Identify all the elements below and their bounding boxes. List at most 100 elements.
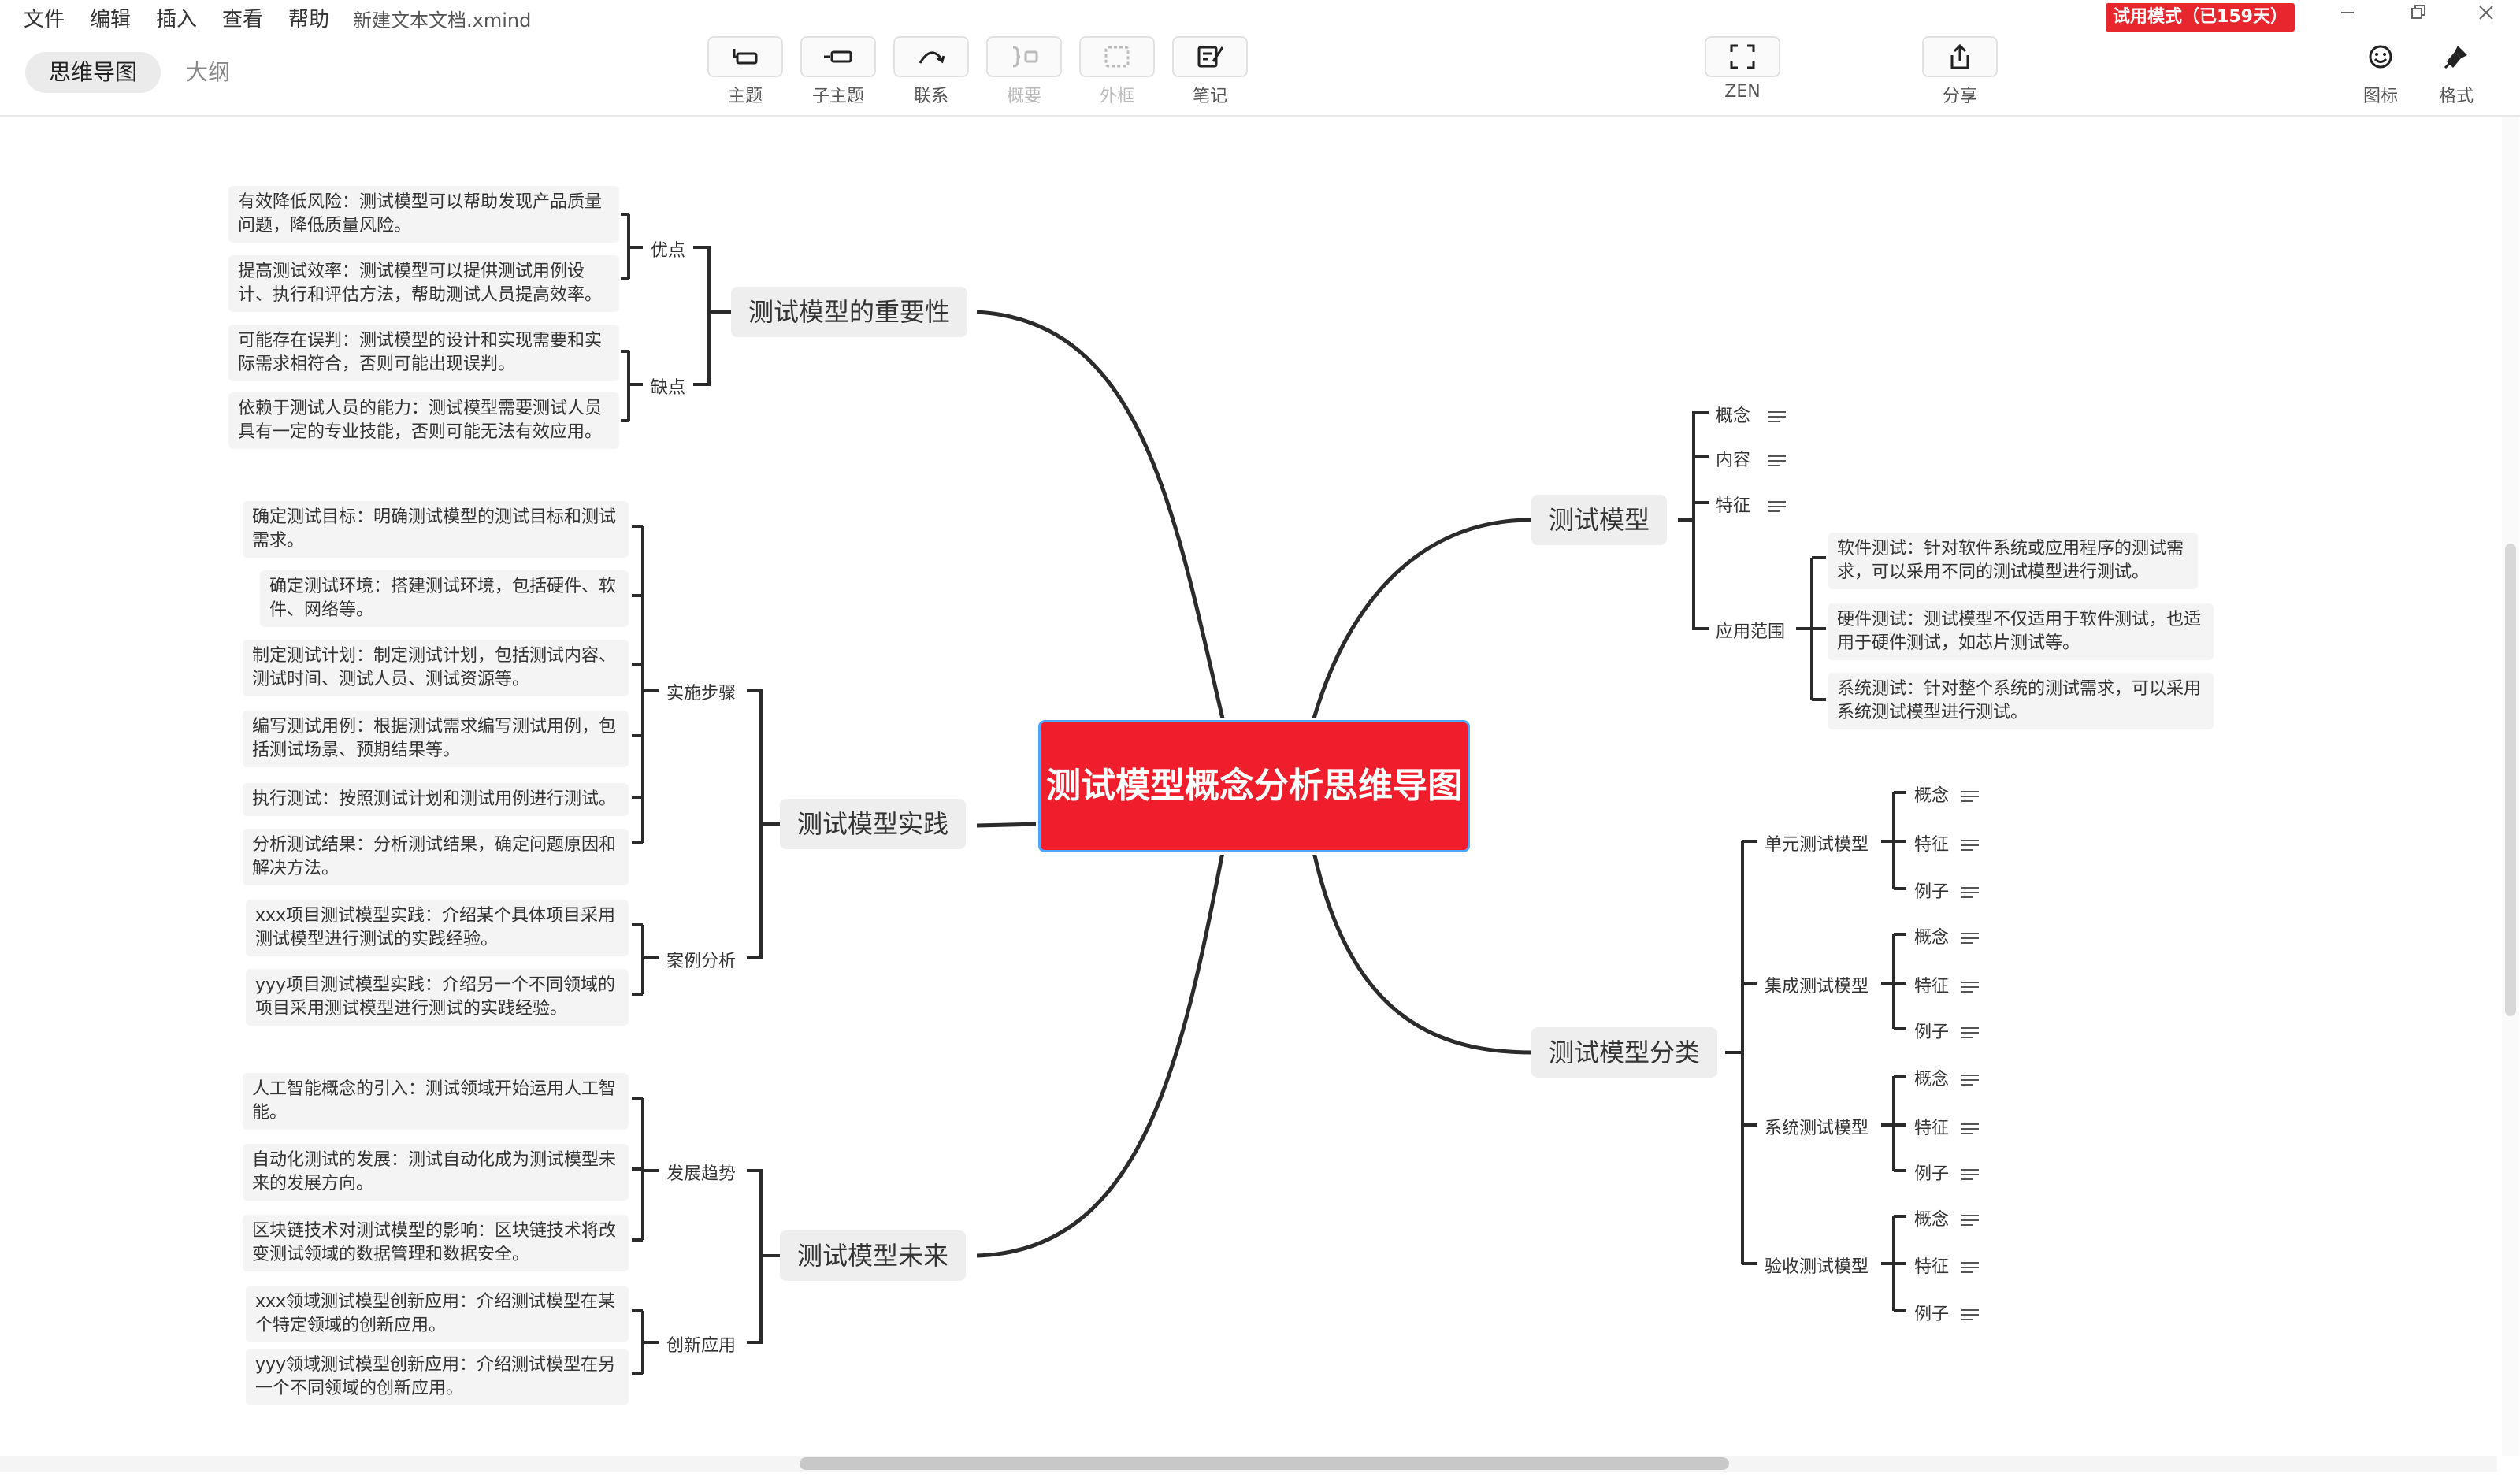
note-icon[interactable]: [1961, 886, 1980, 899]
menu-insert[interactable]: 插入: [156, 8, 198, 32]
note-button[interactable]: 笔记: [1172, 36, 1248, 107]
leaf-integration-concept[interactable]: 概念: [1909, 922, 1984, 950]
leaf-trend-2[interactable]: 自动化测试的发展：测试自动化成为测试模型未来的发展方向。: [243, 1144, 629, 1201]
note-icon[interactable]: [1961, 1168, 1980, 1181]
topic-practice[interactable]: 测试模型实践: [780, 799, 967, 849]
main-branches: [976, 310, 1532, 1258]
leaf-integration-feature[interactable]: 特征: [1909, 971, 1984, 999]
horizontal-scroll-thumb[interactable]: [800, 1457, 1729, 1470]
note-icon[interactable]: [1768, 455, 1787, 467]
leaf-acceptance-example[interactable]: 例子: [1909, 1298, 1984, 1327]
subtopic-button[interactable]: 子主题: [800, 36, 876, 107]
subtopic-model-content[interactable]: 内容: [1711, 444, 1791, 473]
close-icon[interactable]: [2455, 0, 2518, 35]
subtopic-system-test-model[interactable]: 系统测试模型: [1760, 1112, 1874, 1141]
leaf-cons-1[interactable]: 可能存在误判：测试模型的设计和实现需要和实际需求相符合，否则可能出现误判。: [228, 325, 619, 381]
leaf-label: 例子: [1914, 1164, 1950, 1184]
minimize-icon[interactable]: [2316, 0, 2379, 35]
topic-importance[interactable]: 测试模型的重要性: [731, 287, 968, 337]
subtopic-acceptance-test-model[interactable]: 验收测试模型: [1760, 1251, 1874, 1279]
leaf-pros-2[interactable]: 提高测试效率：测试模型可以提供测试用例设计、执行和评估方法，帮助测试人员提高效率…: [228, 255, 619, 312]
fullscreen-icon: [1730, 44, 1755, 69]
icon-panel-label: 图标: [2362, 87, 2398, 106]
leaf-scope-1[interactable]: 软件测试：针对软件系统或应用程序的测试需求，可以采用不同的测试模型进行测试。: [1828, 533, 2198, 589]
central-topic[interactable]: 测试模型概念分析思维导图: [1036, 718, 1472, 855]
leaf-step-5[interactable]: 执行测试：按照测试计划和测试用例进行测试。: [243, 783, 629, 816]
leaf-unit-example[interactable]: 例子: [1909, 876, 1984, 904]
leaf-scope-3[interactable]: 系统测试：针对整个系统的测试需求，可以采用系统测试模型进行测试。: [1828, 673, 2214, 729]
leaf-trend-1[interactable]: 人工智能概念的引入：测试领域开始运用人工智能。: [243, 1073, 629, 1130]
leaf-system-feature[interactable]: 特征: [1909, 1112, 1984, 1141]
leaf-step-1[interactable]: 确定测试目标：明确测试模型的测试目标和测试需求。: [243, 501, 629, 558]
leaf-step-6[interactable]: 分析测试结果：分析测试结果，确定问题原因和解决方法。: [243, 829, 629, 885]
leaf-system-concept[interactable]: 概念: [1909, 1063, 1984, 1092]
note-icon[interactable]: [1961, 790, 1980, 803]
note-icon[interactable]: [1961, 932, 1980, 945]
subtopic-innovation[interactable]: 创新应用: [662, 1330, 741, 1358]
subtopic-steps[interactable]: 实施步骤: [662, 677, 741, 706]
topic-model[interactable]: 测试模型: [1531, 495, 1668, 545]
subtopic-model-concept[interactable]: 概念: [1711, 400, 1791, 429]
tab-mindmap[interactable]: 思维导图: [25, 52, 161, 93]
note-icon[interactable]: [1961, 1308, 1980, 1321]
subtopic-pros[interactable]: 优点: [646, 235, 691, 263]
topic-classify[interactable]: 测试模型分类: [1531, 1027, 1718, 1078]
relation-button[interactable]: 联系: [893, 36, 969, 107]
menu-view[interactable]: 查看: [222, 8, 264, 32]
note-icon[interactable]: [1961, 1026, 1980, 1039]
subtopic-cases[interactable]: 案例分析: [662, 945, 741, 974]
trial-mode-badge[interactable]: 试用模式（已159天）: [2106, 3, 2295, 32]
subtopic-integration-test-model[interactable]: 集成测试模型: [1760, 971, 1874, 999]
leaf-case-2[interactable]: yyy项目测试模型实践：介绍另一个不同领域的项目采用测试模型进行测试的实践经验。: [246, 969, 629, 1026]
boundary-button[interactable]: 外框: [1079, 36, 1155, 107]
summary-icon: [1012, 46, 1038, 68]
leaf-acceptance-concept[interactable]: 概念: [1909, 1204, 1984, 1232]
menu-file[interactable]: 文件: [24, 8, 65, 32]
leaf-label: 概念: [1914, 928, 1950, 948]
leaf-scope-2[interactable]: 硬件测试：测试模型不仅适用于软件测试，也适用于硬件测试，如芯片测试等。: [1828, 603, 2214, 660]
leaf-case-1[interactable]: xxx项目测试模型实践：介绍某个具体项目采用测试模型进行测试的实践经验。: [246, 900, 629, 956]
leaf-trend-3[interactable]: 区块链技术对测试模型的影响：区块链技术将改变测试领域的数据管理和数据安全。: [243, 1215, 629, 1271]
topic-future[interactable]: 测试模型未来: [780, 1230, 967, 1281]
connector-lines: [621, 213, 1906, 1375]
leaf-unit-feature[interactable]: 特征: [1909, 829, 1984, 857]
leaf-innovation-1[interactable]: xxx领域测试模型创新应用：介绍测试模型在某个特定领域的创新应用。: [246, 1286, 629, 1342]
leaf-pros-1[interactable]: 有效降低风险：测试模型可以帮助发现产品质量问题，降低质量风险。: [228, 186, 619, 243]
subtopic-trends[interactable]: 发展趋势: [662, 1158, 741, 1186]
format-panel-button[interactable]: 格式: [2418, 36, 2494, 107]
icon-panel-button[interactable]: 图标: [2343, 36, 2418, 107]
tab-outline[interactable]: 大纲: [186, 59, 231, 85]
note-icon[interactable]: [1961, 1214, 1980, 1227]
leaf-acceptance-feature[interactable]: 特征: [1909, 1251, 1984, 1279]
subtopic-scope[interactable]: 应用范围: [1711, 616, 1791, 644]
topic-button[interactable]: 主题: [707, 36, 783, 107]
menu-help[interactable]: 帮助: [288, 8, 330, 32]
leaf-step-2[interactable]: 确定测试环境：搭建测试环境，包括硬件、软件、网络等。: [260, 570, 629, 627]
leaf-innovation-2[interactable]: yyy领域测试模型创新应用：介绍测试模型在另一个不同领域的创新应用。: [246, 1349, 629, 1405]
note-icon[interactable]: [1961, 1261, 1980, 1274]
leaf-unit-concept[interactable]: 概念: [1909, 780, 1984, 808]
share-button[interactable]: 分享: [1922, 36, 1998, 107]
menu-edit[interactable]: 编辑: [90, 8, 132, 32]
note-icon[interactable]: [1768, 500, 1787, 513]
leaf-step-4[interactable]: 编写测试用例：根据测试需求编写测试用例，包括测试场景、预期结果等。: [243, 711, 629, 767]
leaf-step-3[interactable]: 制定测试计划：制定测试计划，包括测试内容、测试时间、测试人员、测试资源等。: [243, 640, 629, 696]
zen-button[interactable]: ZEN: [1705, 36, 1780, 102]
subtopic-cons[interactable]: 缺点: [646, 372, 691, 400]
subtopic-model-feature[interactable]: 特征: [1711, 490, 1791, 518]
note-icon[interactable]: [1768, 410, 1787, 423]
restore-icon[interactable]: [2387, 0, 2450, 35]
vertical-scroll-thumb[interactable]: [2505, 544, 2516, 1016]
leaf-cons-2[interactable]: 依赖于测试人员的能力：测试模型需要测试人员具有一定的专业技能，否则可能无法有效应…: [228, 392, 619, 449]
note-icon[interactable]: [1961, 981, 1980, 993]
summary-button[interactable]: 概要: [986, 36, 1062, 107]
note-icon[interactable]: [1961, 839, 1980, 852]
mindmap-canvas[interactable]: 测试模型概念分析思维导图 测试模型的重要性 测试模型实践 测试模型未来 测试模型…: [0, 117, 2520, 1456]
leaf-system-example[interactable]: 例子: [1909, 1158, 1984, 1186]
leaf-integration-example[interactable]: 例子: [1909, 1016, 1984, 1045]
share-label: 分享: [1942, 87, 1977, 106]
menu-bar: 文件 编辑 插入 查看 帮助 新建文本文档.xmind 试用模式（已159天）: [0, 0, 2520, 35]
note-icon[interactable]: [1961, 1123, 1980, 1135]
note-icon[interactable]: [1961, 1074, 1980, 1086]
subtopic-unit-test-model[interactable]: 单元测试模型: [1760, 829, 1874, 857]
